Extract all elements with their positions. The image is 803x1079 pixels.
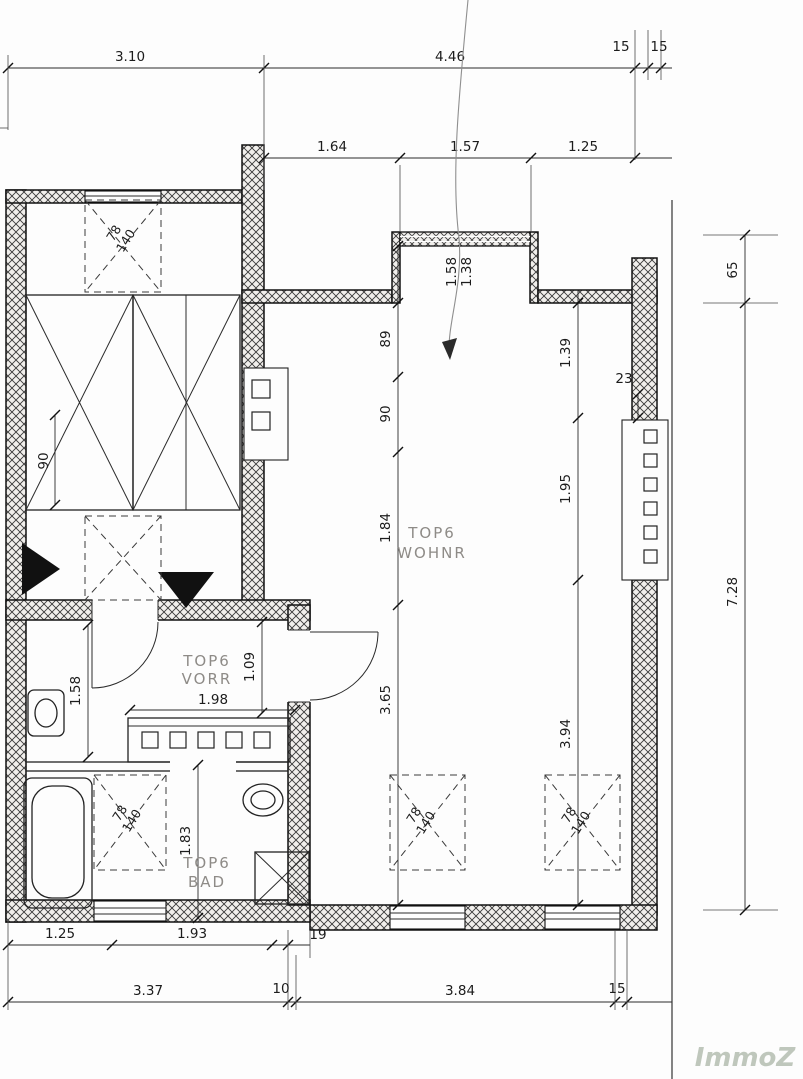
shower [254,851,310,905]
dim-384: 3.84 [445,983,475,999]
sink [27,689,65,737]
room-label-wohnzimmer-2: WOHNR [397,544,467,562]
counter-unit [127,717,291,763]
dimension-right-inner-column: 1.39 1.95 3.94 [558,290,584,911]
window-symbol-wohn-left [389,774,466,871]
dim-184: 1.84 [378,513,394,543]
window-symbol-closet [84,199,162,293]
wall-right-lower [631,579,658,916]
room-label-wohnzimmer-1: TOP6 [407,524,456,542]
dim-446: 4.46 [435,49,465,65]
dim-728: 7.28 [725,577,741,607]
dim-90-closet: 90 [36,452,52,469]
room-label-bad-1: TOP6 [182,854,231,872]
dim-10: 10 [272,981,289,997]
room-label-bad-2: BAD [188,873,226,891]
window-bottom-right [544,905,621,930]
arrowhead [442,338,457,360]
door-arc-wohnzimmer [309,631,379,701]
dim-19: 19 [309,927,326,943]
window-symbol-bath [93,774,167,871]
dim-158-window: 1.58 [444,257,460,287]
dimension-window-top: 1.58 1.38 [444,257,475,287]
radiator-niche-left [243,367,289,461]
dim-157: 1.57 [450,139,480,155]
wall-bay-left [391,231,401,304]
dim-164: 1.64 [317,139,347,155]
radiator-alcove-right [621,419,669,581]
leader-arrow [442,0,469,360]
dim-139: 1.39 [558,338,574,368]
bath-divider-wall [25,761,289,772]
dimension-top-row: 3.10 4.46 15 15 [0,30,672,190]
door-openings [91,599,311,703]
window-top-bay [399,231,531,247]
room-labels: TOP6 WOHNR TOP6 VORR TOP6 BAD [182,524,467,891]
arrow-marker-left [22,543,60,595]
dim-158-vorraum: 1.58 [68,676,84,706]
dim-198: 1.98 [198,692,228,708]
dimension-center-column: 89 90 1.84 3.65 [378,240,404,911]
dim-394: 3.94 [558,719,574,749]
dimension-vorraum: 1.58 1.09 1.98 [68,616,301,763]
dim-138-window: 1.38 [459,257,475,287]
window-label-wohn-right: 78 140 [558,804,593,836]
closet-room [22,199,241,608]
window-bath [93,900,167,922]
window-width-label: 78 [109,802,130,823]
windows [84,190,621,930]
dim-125: 1.25 [568,139,598,155]
wall-bay-right [529,231,539,304]
dimension-bath: 1.83 [178,759,204,924]
dim-365: 3.65 [378,685,394,715]
dim-15a: 15 [612,39,629,55]
dim-90-center: 90 [378,405,394,422]
room-label-vorraum-1: TOP6 [182,652,231,670]
dim-195: 1.95 [558,474,574,504]
dimension-second-row: 1.64 1.57 1.25 [258,139,672,232]
dimension-right-column: 65 7.28 23 [615,229,778,916]
dim-310: 3.10 [115,49,145,65]
wohnzimmer-window-symbols [389,774,621,871]
wall-top-center-left [241,289,393,304]
arrow-marker-down [158,572,214,608]
vorraum [91,621,379,763]
dim-125-bottom: 1.25 [45,926,75,942]
watermark: ImmoZ [695,1043,797,1073]
dim-65: 65 [725,261,741,278]
wall-right-upper [631,257,658,423]
dim-183: 1.83 [178,826,194,856]
dim-193: 1.93 [177,926,207,942]
window-width-label: 78 [403,804,424,825]
window-width-label: 78 [558,804,579,825]
bathroom [23,689,310,909]
dim-15-bottom: 15 [608,981,625,997]
dimension-bottom-row2: 3.37 10 3.84 15 [2,922,672,1010]
dim-337: 3.37 [133,983,163,999]
dimension-closet-room: 90 [36,409,61,511]
window-label-wohn-left: 78 140 [403,804,438,836]
window-label-closet: 78 140 [103,222,138,254]
door-symbol-closet [84,515,162,601]
window-width-label: 78 [103,222,124,243]
dimension-bottom-row1: 1.25 1.93 19 [2,926,327,951]
window-symbol-wohn-right [544,774,621,871]
toilet [242,783,284,817]
window-bottom-left [389,905,466,930]
room-label-vorraum-2: VORR [182,670,233,688]
dim-15b: 15 [650,39,667,55]
dim-109: 1.09 [242,652,258,682]
dim-89: 89 [378,330,394,347]
dim-23: 23 [615,371,632,387]
window-label-bath: 78 140 [109,802,144,834]
door-arc-vorraum [91,621,159,689]
bathtub [23,777,93,909]
walls [5,144,658,931]
